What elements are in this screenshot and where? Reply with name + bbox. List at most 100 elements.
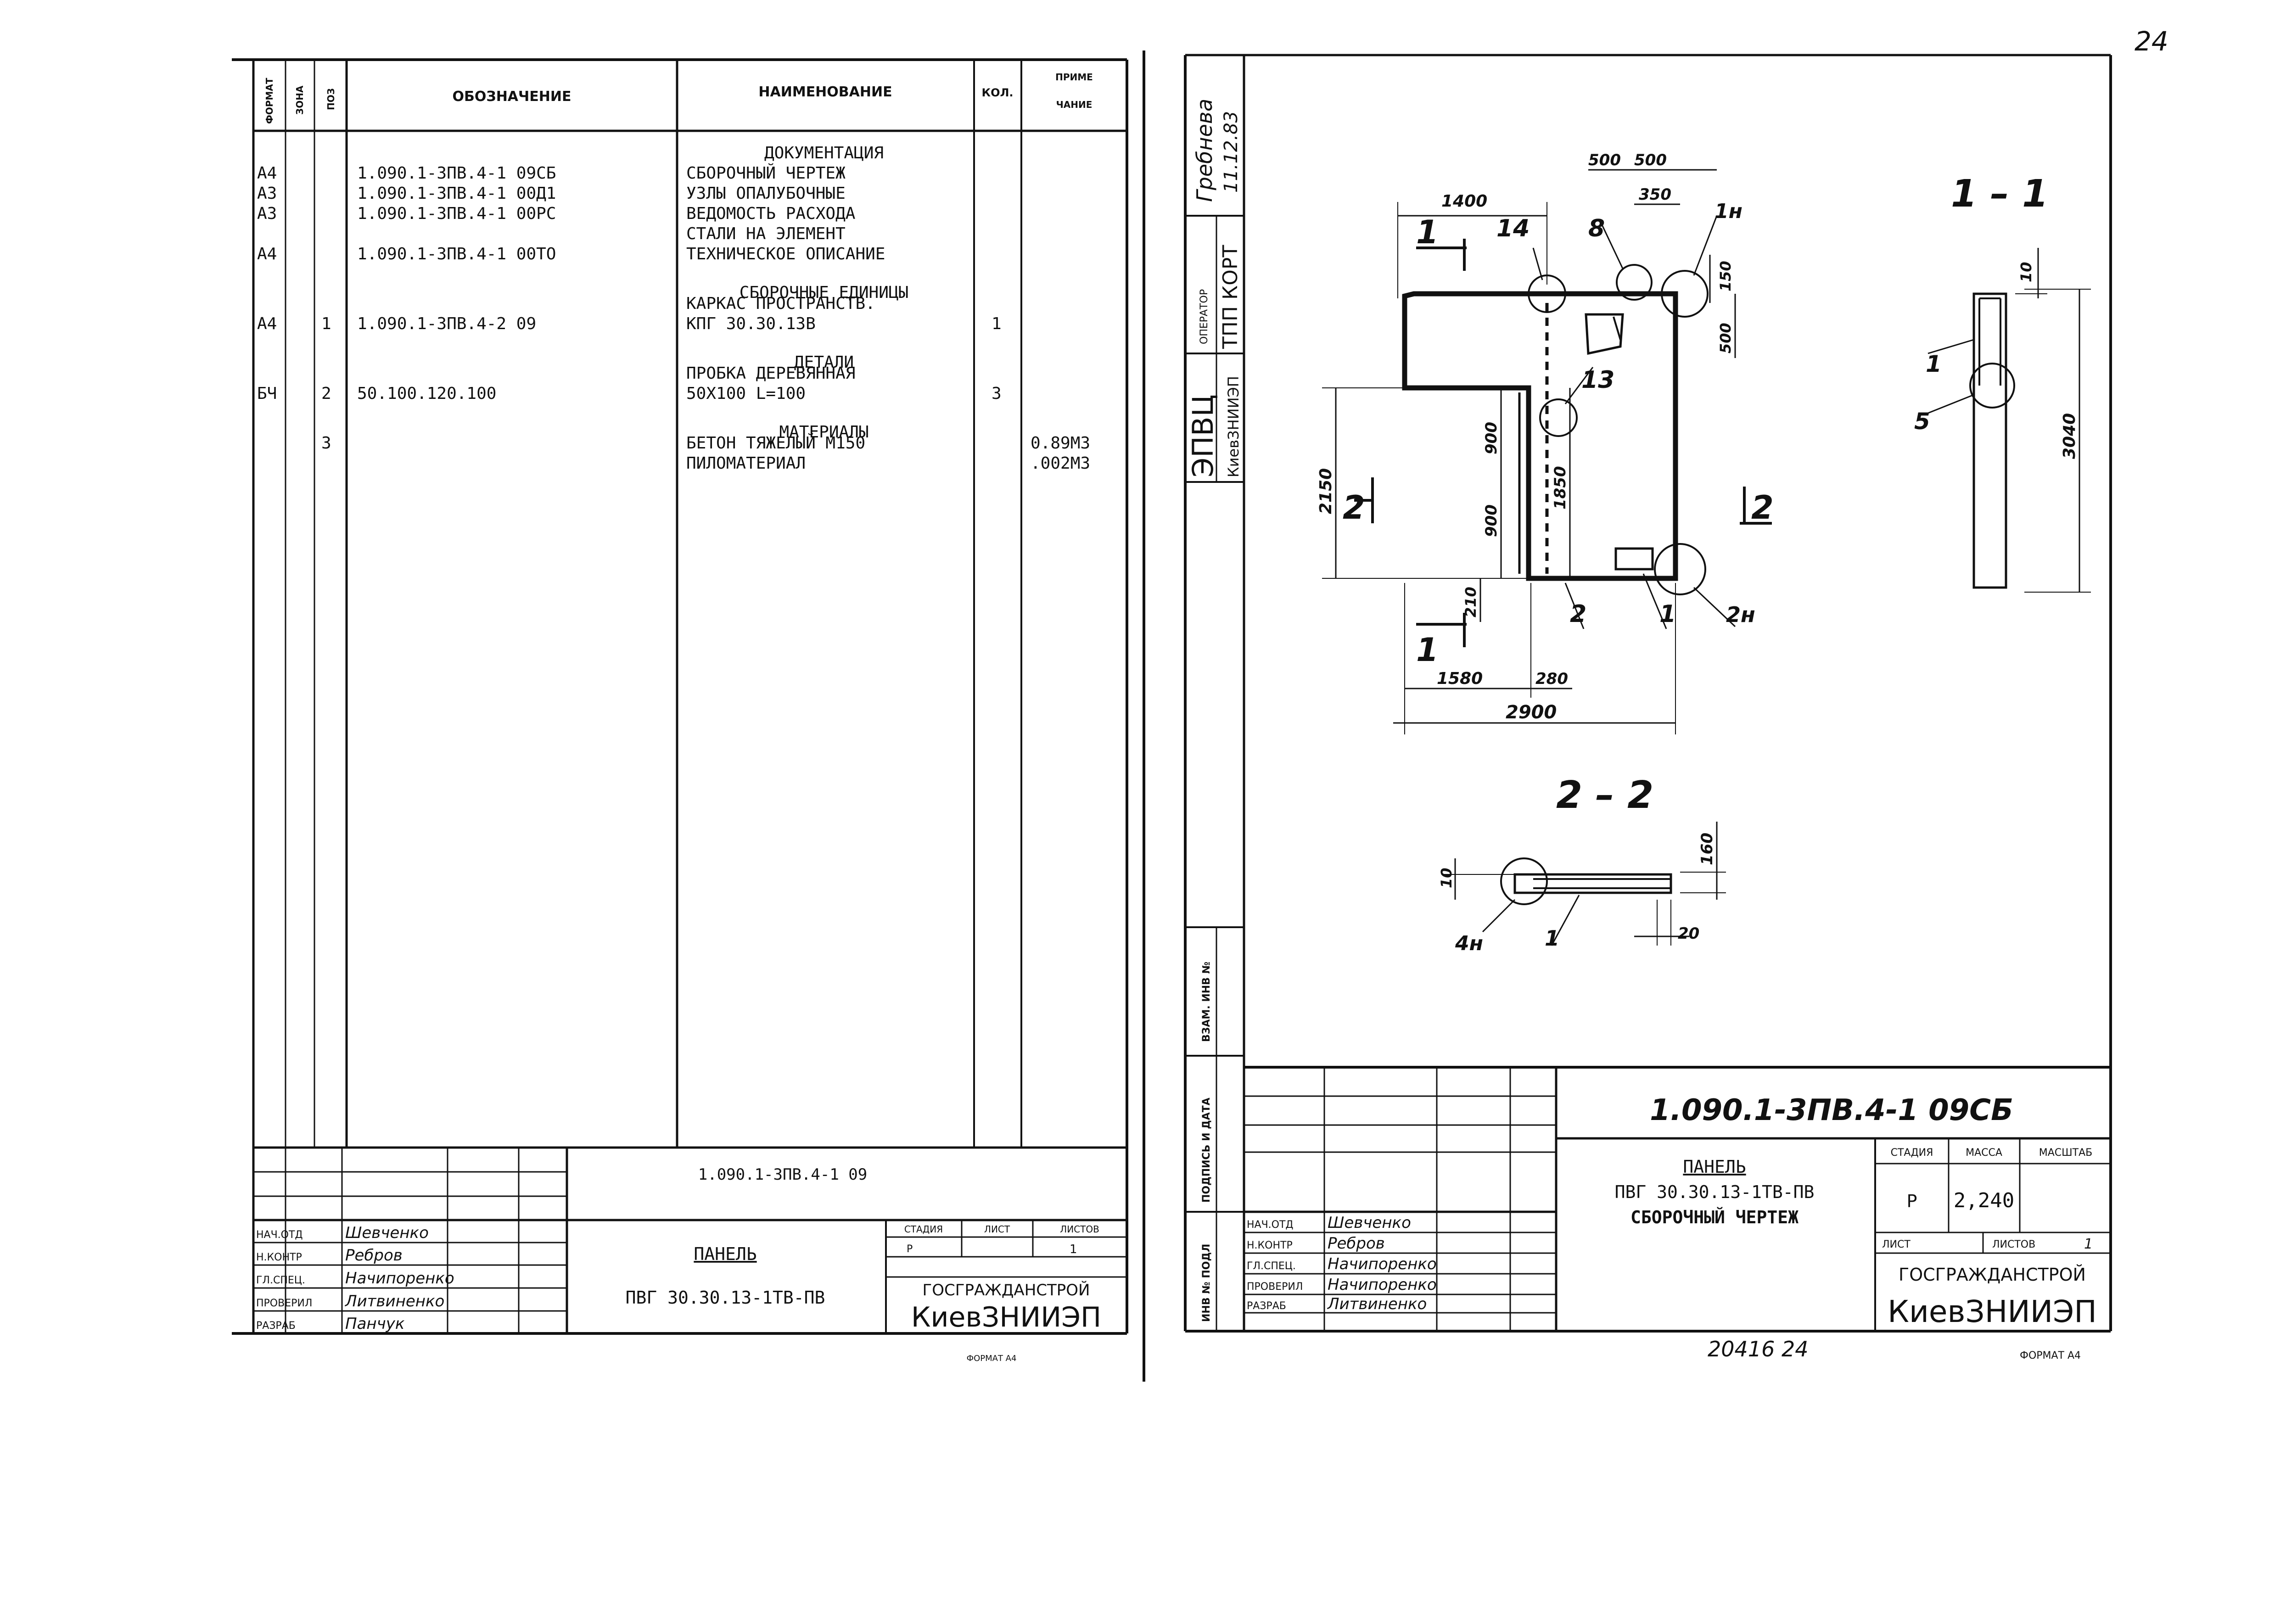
right-title-3: СБОРОЧНЫЙ ЧЕРТЕЖ [1630,1207,1799,1227]
hdr-format: ФОРМАТ [264,78,275,124]
row-name: СТАЛИ НА ЭЛЕМЕНТ [686,224,846,243]
stamp-label-0: ВЗАМ. ИНВ № [1201,962,1212,1042]
section-mark-1-top: 1 [1416,213,1439,251]
dim-2150: 2150 [1317,468,1335,514]
dim-150: 150 [1717,261,1734,291]
callout-2n: 2н [1726,602,1755,627]
left-format-note: ФОРМАТ А4 [967,1354,1017,1363]
stamp-date: 11.12.83 [1221,111,1242,193]
section-mark-1-bottom: 1 [1416,631,1439,669]
stamp-tpp: ТПП КОРТ [1219,245,1242,349]
section-mark-2-right: 2 [1751,489,1774,526]
dim-500a: 500 [1588,151,1621,169]
row-format: А4 [257,245,277,263]
right-org-2: КиевЗНИИЭП [1888,1294,2097,1329]
hdr-note-1: ПРИМЕ [1055,72,1093,83]
left-org-1: ГОСГРАЖДАНСТРОЙ [923,1281,1090,1299]
dim-2900: 2900 [1506,702,1557,723]
dim-1400: 1400 [1441,192,1487,211]
plan-callouts: 14 8 1н 13 2 1 2н 1 1 2 2 [1343,200,1774,669]
page-number: 24 [2135,26,2168,57]
callout-1n: 1н [1714,200,1743,223]
dim-160: 160 [1698,833,1716,865]
right-sheets: 1 [2084,1236,2093,1252]
row-name: БЕТОН ТЯЖЕЛЫЙ М150 [686,433,865,453]
role-label: НАЧ.ОТД [1247,1219,1294,1231]
role-name: Ребров [345,1246,403,1265]
left-stage: Р [907,1243,913,1255]
right-doc-code: 1.090.1-3ПВ.4-1 09СБ [1650,1093,2013,1127]
role-name: Начипоренко [1328,1276,1437,1294]
left-title-2: ПВГ 30.30.13-1ТВ-ПВ [626,1288,825,1308]
row-zone: 2 [321,384,331,403]
callout-1-s11: 1 [1926,351,1942,377]
role-name: Шевченко [345,1224,429,1242]
right-stage-label: СТАДИЯ [1891,1147,1933,1159]
row-name: ПИЛОМАТЕРИАЛ [686,454,806,473]
right-format-note: ФОРМАТ А4 [2020,1350,2081,1361]
row-note: 0.89М3 [1031,434,1090,453]
role-label: РАЗРАБ [256,1320,296,1332]
panel-plan [1322,169,1772,734]
left-doc-code: 1.090.1-3ПВ.4-1 09 [698,1165,867,1184]
role-label: ГЛ.СПЕЦ. [256,1275,305,1286]
row-zone: 1 [321,314,331,333]
row-designation: 50.100.120.100 [357,384,496,403]
section-2-2-title: 2 – 2 [1556,773,1653,817]
section-1-1-title: 1 – 1 [1951,172,2048,216]
dim-350: 350 [1639,185,1671,204]
row-name: КАРКАС ПРОСТРАНСТВ. [686,294,875,313]
row-name: МАТЕРИАЛЫ [779,423,868,442]
right-scale-label: МАСШТАБ [2039,1147,2093,1159]
stamp-org: КиевЗНИИЭП [1225,376,1242,477]
row-name: КПГ 30.30.13В [686,314,816,333]
dim-900a: 900 [1482,422,1501,454]
stamp-author: Гребнева [1192,99,1217,202]
role-label: Н.КОНТР [1247,1240,1293,1251]
section-2-2 [1441,822,1726,946]
callout-13: 13 [1581,366,1614,394]
left-sheet-label: ЛИСТ [984,1224,1010,1235]
dim-210: 210 [1462,587,1479,617]
row-designation: 1.090.1-3ПВ.4-1 00РС [357,204,556,223]
row-designation: 1.090.1-3ПВ.4-2 09 [357,314,536,333]
stamp-label-1: ПОДПИСЬ И ДАТА [1201,1098,1212,1203]
row-name: СБОРОЧНЫЕ ЕДИНИЦЫ [740,283,908,302]
row-name: ВЕДОМОСТЬ РАСХОДА [686,204,856,223]
row-designation: 1.090.1-3ПВ.4-1 09СБ [357,164,556,183]
dim-10b: 10 [1438,868,1455,888]
dim-500c: 500 [1717,323,1734,353]
right-sheets-label: ЛИСТОВ [1992,1239,2035,1250]
right-stage: Р [1907,1191,1917,1211]
row-zone: 3 [321,434,331,453]
right-title-1: ПАНЕЛЬ [1683,1157,1746,1177]
role-name: Литвиненко [1327,1295,1427,1313]
row-name: УЗЛЫ ОПАЛУБОЧНЫЕ [686,184,846,203]
hdr-zone: ЗОНА [294,85,305,115]
row-format: А4 [257,164,277,183]
row-format: А3 [257,204,277,223]
dim-3040: 3040 [2060,413,2079,459]
left-sheets: 1 [1070,1243,1077,1256]
right-title-2: ПВГ 30.30.13-1ТВ-ПВ [1615,1182,1815,1202]
left-sheet: ФОРМАТ ЗОНА ПОЗ ОБОЗНАЧЕНИЕ НАИМЕНОВАНИЕ… [232,50,1145,1382]
dim-900b: 900 [1482,504,1501,537]
row-format: А4 [257,314,277,333]
row-designation: 1.090.1-3ПВ.4-1 00ТО [357,245,556,263]
bottom-note: 20416 24 [1708,1337,1809,1361]
section-1-1 [1927,248,2091,593]
role-label: ПРОВЕРИЛ [256,1298,312,1309]
right-mass: 2,240 [1954,1189,2014,1212]
hdr-designation: ОБОЗНАЧЕНИЕ [453,89,572,105]
row-format: БЧ [257,384,277,403]
right-mass-label: МАССА [1966,1147,2002,1159]
callout-8: 8 [1588,215,1605,242]
row-qty: 1 [992,314,1002,333]
left-title-1: ПАНЕЛЬ [694,1244,756,1264]
callout-5-s11: 5 [1914,408,1930,435]
hdr-name: НАИМЕНОВАНИЕ [758,84,892,100]
left-sheet-lines: ФОРМАТ ЗОНА ПОЗ ОБОЗНАЧЕНИЕ НАИМЕНОВАНИЕ… [232,50,1145,1382]
callout-1a: 1 [1659,600,1676,628]
